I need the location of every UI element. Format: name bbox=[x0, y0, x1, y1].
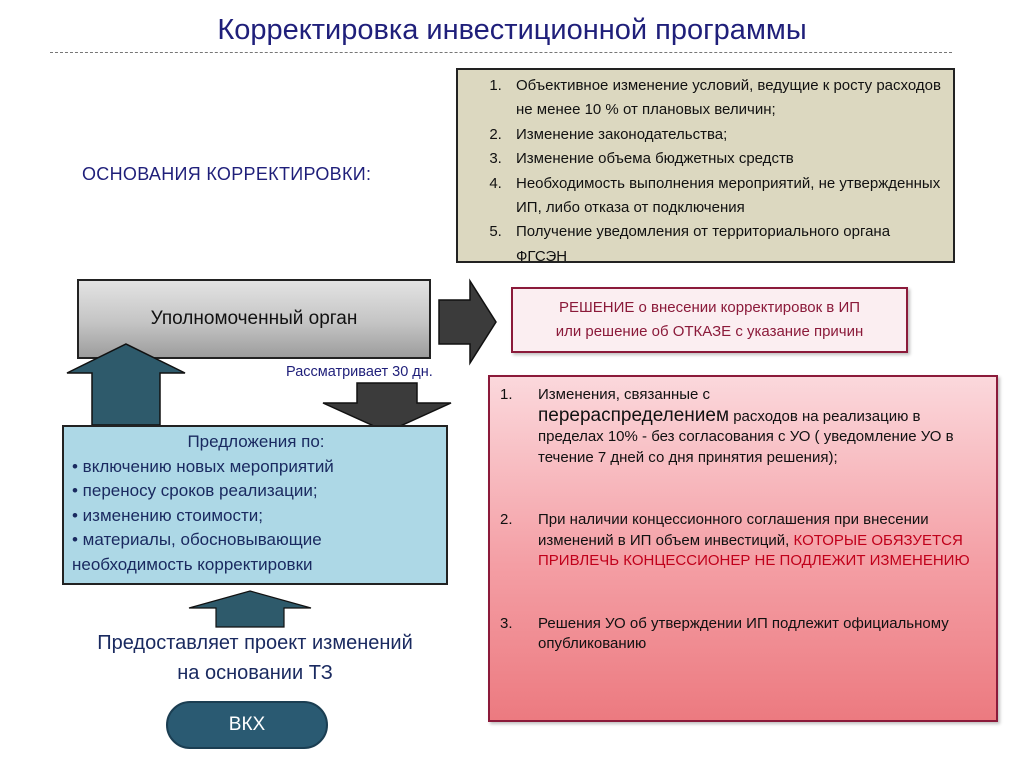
decision-line: РЕШЕНИЕ о внесении корректировок в ИП bbox=[558, 299, 861, 316]
page-title: Корректировка инвестиционной программы bbox=[217, 14, 807, 46]
case-text: Решения УО об утверждении ИП подлежит оф… bbox=[538, 614, 949, 653]
title-divider bbox=[50, 52, 952, 53]
proposal-item: • материалы, обосновывающие bbox=[72, 530, 322, 550]
cases-box: 1. Изменения, связанные с перераспределе… bbox=[488, 375, 998, 722]
vkh-label: ВКХ bbox=[228, 714, 266, 735]
grounds-item: Изменение законодательства; bbox=[506, 123, 943, 147]
up-arrow-icon bbox=[188, 590, 312, 628]
proposals-header: Предложения по: bbox=[187, 432, 325, 451]
case-caps-text: КОТОРЫЕ ОБЯЗУЕТСЯ ПРИВЛЕЧЬ КОНЦЕССИОНЕР … bbox=[538, 531, 970, 570]
case-number: 3. bbox=[500, 614, 513, 632]
down-arrow-icon bbox=[322, 382, 452, 433]
authority-box: Уполномоченный орган bbox=[77, 279, 431, 359]
grounds-label: ОСНОВАНИЯ КОРРЕКТИРОВКИ: bbox=[82, 164, 372, 184]
grounds-item: Объективное изменение условий, ведущие к… bbox=[506, 74, 943, 123]
review-period-text: Рассматривает 30 дн. bbox=[286, 364, 433, 380]
case-item: 3. Решения УО об утверждении ИП подлежит… bbox=[500, 614, 984, 655]
proposal-item: • включению новых мероприятий bbox=[72, 456, 334, 476]
case-number: 1. bbox=[500, 386, 513, 403]
case-emphasis: перераспределением bbox=[538, 404, 730, 426]
case-text: При наличии концессионного соглашения пр… bbox=[538, 511, 929, 549]
proposals-box: Предложения по: • включению новых меропр… bbox=[62, 425, 448, 585]
proposal-item: • изменению стоимости; bbox=[72, 505, 264, 525]
proposal-item: • переносу сроков реализации; bbox=[72, 481, 318, 501]
case-text: расходов на реализацию в пределах 10% - … bbox=[538, 407, 954, 466]
decision-line: или решение об ОТКАЗЕ с указание причин bbox=[555, 323, 864, 340]
provides-line: на основании ТЗ bbox=[177, 662, 333, 684]
grounds-item: Получение уведомления от территориальног… bbox=[506, 220, 943, 269]
case-item: 2. При наличии концессионного соглашения… bbox=[500, 510, 984, 572]
grounds-item: Изменение объема бюджетных средств bbox=[506, 147, 943, 171]
decision-box: РЕШЕНИЕ о внесении корректировок в ИП ил… bbox=[511, 287, 908, 353]
case-item: 1. Изменения, связанные с перераспределе… bbox=[500, 385, 984, 468]
case-text: Изменения, связанные с bbox=[538, 386, 711, 403]
proposal-item: необходимость корректировки bbox=[72, 554, 313, 574]
grounds-item: Необходимость выполнения мероприятий, не… bbox=[506, 172, 943, 221]
case-number: 2. bbox=[500, 511, 513, 528]
grounds-list-box: Объективное изменение условий, ведущие к… bbox=[456, 68, 955, 265]
provides-line: Предоставляет проект изменений bbox=[97, 632, 413, 654]
authority-label: Уполномоченный орган bbox=[150, 308, 358, 329]
right-arrow-icon bbox=[438, 278, 497, 366]
provides-text: Предоставляет проект изменений на основа… bbox=[60, 628, 450, 688]
vkh-button[interactable]: ВКХ bbox=[166, 701, 328, 749]
up-arrow-icon bbox=[66, 343, 186, 426]
grounds-list: Объективное изменение условий, ведущие к… bbox=[466, 74, 943, 269]
